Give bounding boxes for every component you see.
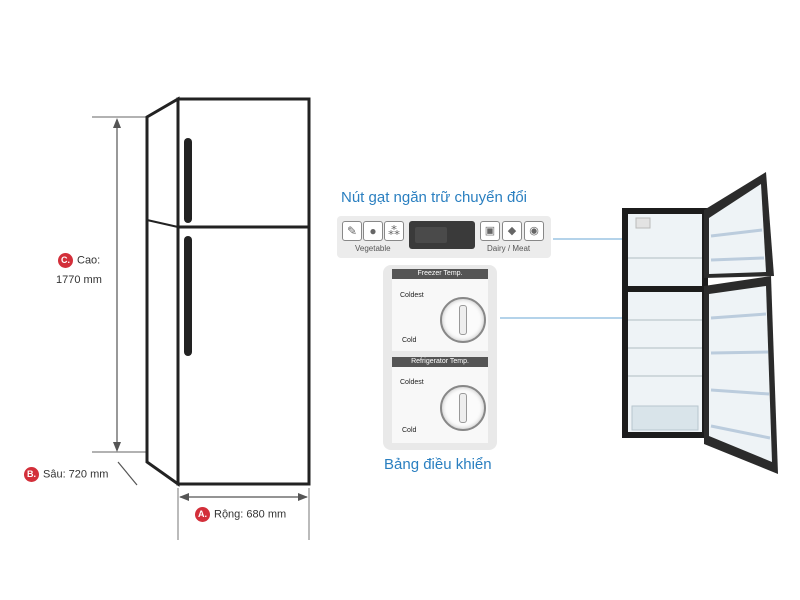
freezer-dial[interactable]: [440, 297, 486, 343]
depth-label: B. Sâu: 720 mm: [24, 467, 108, 482]
depth-badge: B.: [24, 467, 39, 482]
fridge-cold: Cold: [402, 427, 417, 434]
freezer-coldest: Coldest: [400, 292, 424, 299]
width-label-text: Rộng: 680 mm: [214, 508, 287, 521]
switch-section-title: Nút gạt ngăn trữ chuyển đổi: [341, 189, 527, 206]
vegetable-icons: ✎ ● ⁂: [342, 221, 404, 241]
control-panel: Freezer Temp. Coldest Cold Refrigerator …: [383, 265, 497, 450]
fridge-coldest: Coldest: [400, 379, 424, 386]
height-value: 1770 mm: [56, 274, 102, 286]
freezer-cold: Cold: [402, 337, 417, 344]
fish-icon: ◆: [502, 221, 522, 241]
height-label-text: Cao:: [77, 254, 101, 267]
width-label: A. Rộng: 680 mm: [195, 507, 286, 522]
open-fridge-image: [622, 172, 778, 474]
dairy-meat-label: Dairy / Meat: [487, 244, 531, 253]
switch-strip: ✎ ● ⁂ Vegetable ▣ ◆ ◉ Dairy / Meat: [337, 216, 551, 258]
control-panel-title: Bảng điều khiển: [384, 456, 492, 473]
height-badge: C.: [58, 253, 73, 268]
depth-label-text: Sâu: 720 mm: [43, 468, 109, 481]
fridge-dial-section: Refrigerator Temp. Coldest Cold: [392, 357, 488, 443]
freezer-dial-section: Freezer Temp. Coldest Cold: [392, 269, 488, 351]
carrot-icon: ✎: [342, 221, 362, 241]
fridge-dial[interactable]: [440, 385, 486, 431]
freezer-title: Freezer Temp.: [392, 269, 488, 279]
milk-icon: ▣: [480, 221, 500, 241]
vegetable-label: Vegetable: [355, 244, 391, 253]
tomato-icon: ●: [363, 221, 383, 241]
height-label: C. Cao:: [58, 253, 100, 268]
switch-slider[interactable]: [409, 221, 475, 249]
dairy-meat-icons: ▣ ◆ ◉: [480, 221, 546, 241]
grape-icon: ⁂: [384, 221, 404, 241]
meat-icon: ◉: [524, 221, 544, 241]
fridge-title: Refrigerator Temp.: [392, 357, 488, 367]
width-badge: A.: [195, 507, 210, 522]
